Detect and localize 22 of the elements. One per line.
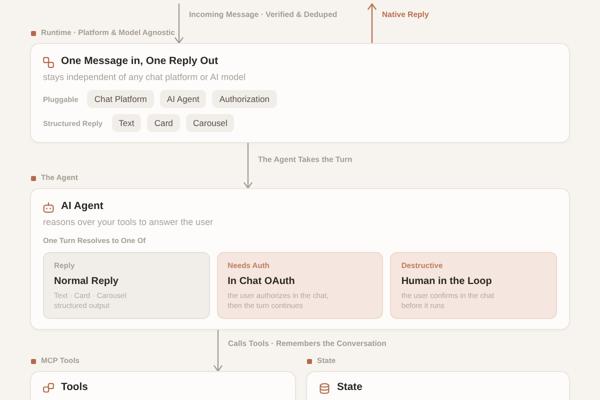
outcome-card xyxy=(216,252,384,319)
outcome-card xyxy=(390,252,557,319)
tag: Card xyxy=(147,114,180,132)
card-title: AI Agent xyxy=(61,200,104,214)
tag: Chat Platform xyxy=(87,90,154,108)
outcome-card xyxy=(43,252,210,319)
outcome-title: In Chat OAuth xyxy=(228,275,295,288)
card-title: State xyxy=(337,381,362,395)
card-title: One Message in, One Reply Out xyxy=(61,55,218,69)
outcome-title: Normal Reply xyxy=(54,275,118,288)
arrow xyxy=(174,3,184,44)
tag: Authorization xyxy=(212,90,277,108)
tag: Carousel xyxy=(186,114,234,132)
card-title: Tools xyxy=(61,381,88,395)
arrow xyxy=(214,329,222,372)
tag: Text xyxy=(112,114,142,132)
card-subtitle: reasons over your tools to answer the user xyxy=(43,216,214,228)
arrow xyxy=(368,3,376,44)
arrow xyxy=(244,142,252,189)
outcome-title: Human in the Loop xyxy=(401,275,492,288)
card-subtitle: stays independent of any chat platform or AI model xyxy=(43,71,247,83)
tag: AI Agent xyxy=(160,90,206,108)
